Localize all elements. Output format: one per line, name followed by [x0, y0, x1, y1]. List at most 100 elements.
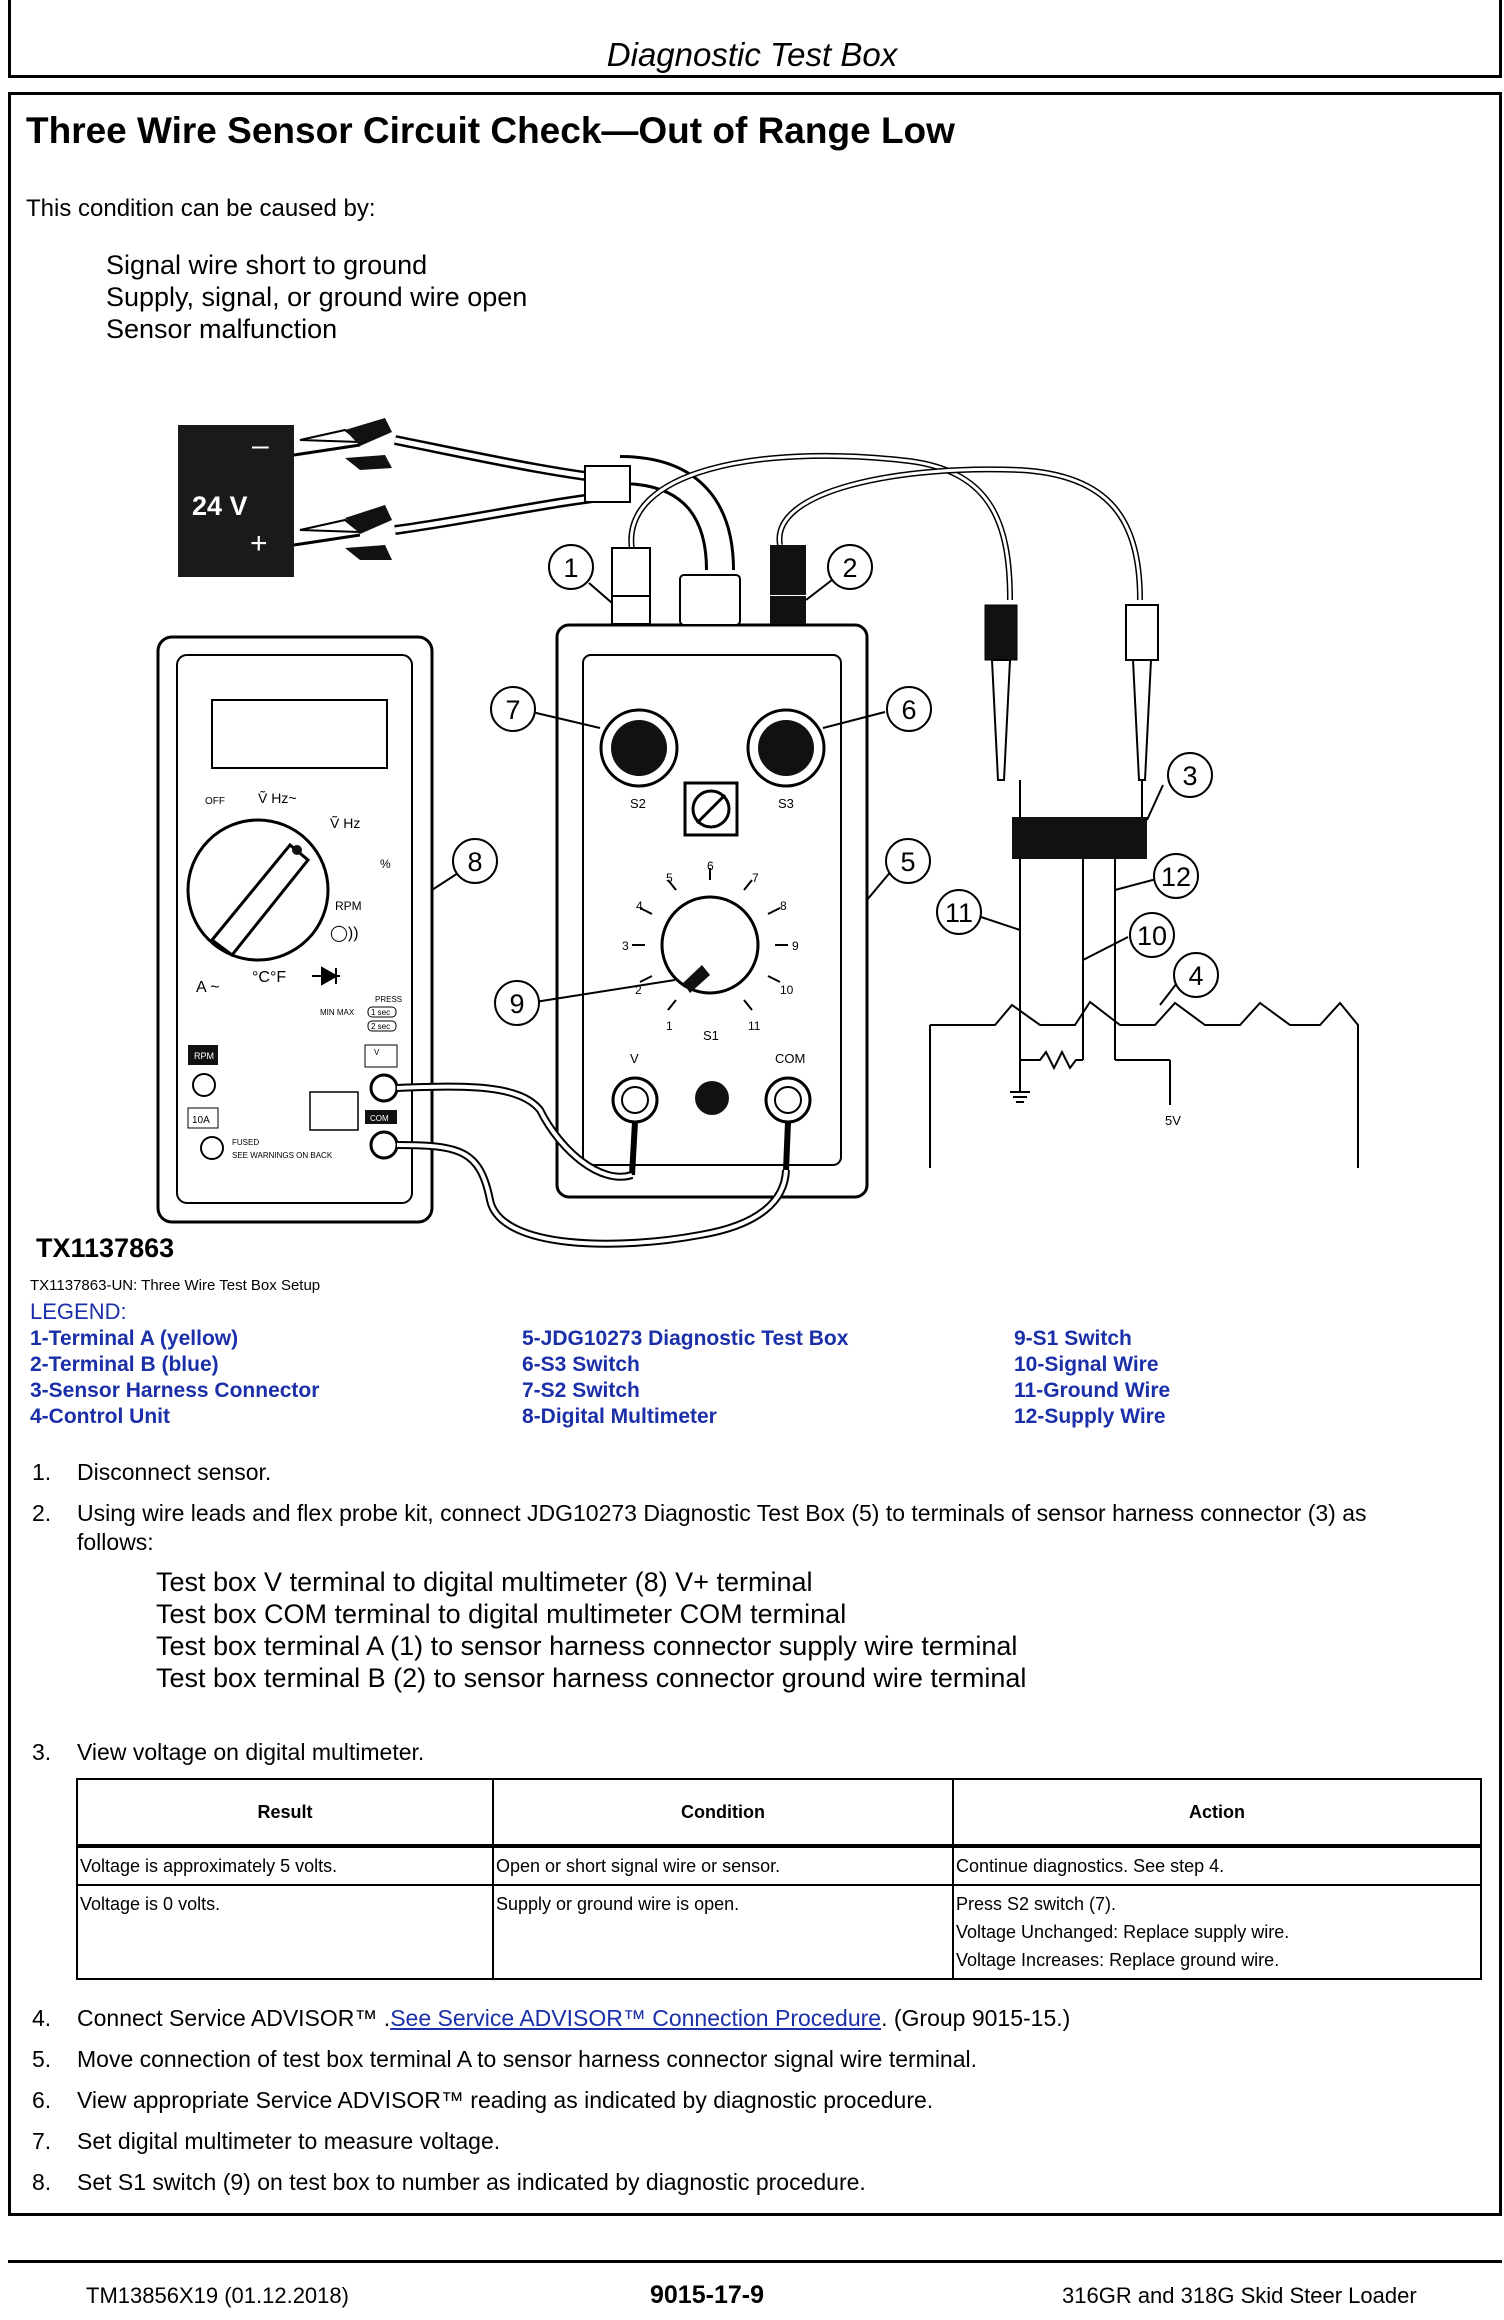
callout-8: 8: [467, 847, 482, 877]
step-number: 7.: [32, 2128, 52, 2154]
step-4: 4.Connect Service ADVISOR™ .See Service …: [32, 2005, 1070, 2032]
harness-connector: [1012, 817, 1147, 859]
meter-vhz2-label: Ṽ Hz: [330, 815, 360, 831]
meter-com-label: COM: [370, 1114, 389, 1123]
sensor-5v-label: 5V: [1165, 1113, 1181, 1128]
sub-item: Test box COM terminal to digital multime…: [156, 1599, 847, 1629]
step-7: 7. Set digital multimeter to measure volt…: [32, 2128, 500, 2155]
footer-divider: [8, 2260, 1502, 2263]
dial-label: 4: [636, 899, 643, 913]
positive-clip-icon: [293, 505, 392, 560]
sub-item: Test box terminal A (1) to sensor harnes…: [156, 1631, 1018, 1661]
battery-minus: –: [252, 429, 269, 462]
step-text: Using wire leads and flex probe kit, con…: [77, 1500, 1367, 1526]
v-jack-label: V: [630, 1051, 639, 1066]
callout-5: 5: [900, 847, 915, 877]
meter-temp-label: °C°F: [252, 969, 286, 986]
legend-item: 4-Control Unit: [30, 1405, 170, 1428]
s2-label: S2: [630, 796, 646, 811]
legend-item: 8-Digital Multimeter: [522, 1405, 717, 1428]
meter-display: [211, 699, 388, 769]
callout-6: 6: [901, 695, 916, 725]
step-text: View appropriate Service ADVISOR™ readin…: [77, 2087, 934, 2113]
legend-item: 7-S2 Switch: [522, 1379, 640, 1402]
callout-4: 4: [1188, 961, 1203, 991]
legend-item: 2-Terminal B (blue): [30, 1353, 219, 1376]
page-header-title: Diagnostic Test Box: [606, 36, 898, 73]
table-cell: Voltage is approximately 5 volts.: [76, 1845, 494, 1886]
figure-id: TX1137863: [36, 1233, 175, 1263]
table-cell: Continue diagnostics. See step 4.: [952, 1845, 1482, 1886]
legend-header: LEGEND:: [30, 1299, 127, 1324]
step-number: 8.: [32, 2169, 52, 2195]
step-text: Disconnect sensor.: [77, 1459, 272, 1485]
legend-item: 12-Supply Wire: [1014, 1405, 1166, 1428]
meter-press-label: PRESS: [375, 995, 402, 1004]
meter-sec2-label: 2 sec: [371, 1022, 390, 1031]
step-number: 1.: [32, 1459, 52, 1485]
meter-minmax-label: MIN MAX: [320, 1008, 355, 1017]
step-2-continued: follows:: [77, 1529, 154, 1555]
dial-label: 5: [666, 871, 673, 885]
callout-10: 10: [1137, 921, 1167, 951]
callout-3: 3: [1182, 761, 1197, 791]
meter-off-label: OFF: [205, 796, 225, 807]
legend-item: 3-Sensor Harness Connector: [30, 1379, 320, 1402]
dial-label: 8: [780, 899, 787, 913]
results-table: Result Condition Action Voltage is appro…: [76, 1778, 1482, 1980]
meter-com-jack-icon: [369, 1130, 399, 1160]
dial-label: 6: [707, 859, 714, 873]
dial-label: 10: [780, 983, 794, 997]
step-number: 3.: [32, 1739, 52, 1765]
meter-rpm-label: RPM: [335, 899, 362, 913]
footer-model: 316GR and 318G Skid Steer Loader: [1062, 2283, 1417, 2308]
callout-11: 11: [945, 898, 973, 928]
meter-amp-label: A ~: [196, 979, 220, 996]
action-line: Voltage Unchanged: Replace supply wire.: [956, 1922, 1290, 1942]
dial-label: 3: [622, 939, 629, 953]
callout-9: 9: [509, 989, 524, 1019]
s1-dial-icon: [660, 895, 760, 995]
legend-column-3: 9-S1 Switch 10-Signal Wire 11-Ground Wir…: [1014, 1326, 1170, 1430]
footer-doc-id: TM13856X19 (01.12.2018): [86, 2283, 349, 2308]
service-advisor-procedure-link[interactable]: See Service ADVISOR™ Connection Procedur…: [390, 2005, 882, 2031]
com-jack-label: COM: [775, 1051, 805, 1066]
table-header-result: Result: [76, 1778, 494, 1848]
causes-list: Signal wire short to ground Supply, sign…: [106, 249, 527, 345]
step-text: View voltage on digital multimeter.: [77, 1739, 425, 1765]
legend-column-2: 5-JDG10273 Diagnostic Test Box 6-S3 Swit…: [522, 1326, 848, 1430]
battery-plus: +: [250, 527, 268, 560]
table-cell: Open or short signal wire or sensor.: [492, 1845, 954, 1886]
dial-label: 11: [748, 1019, 761, 1033]
sound-icon: ◯)): [330, 925, 359, 942]
legend-item: 1-Terminal A (yellow): [30, 1327, 239, 1350]
table-cell: Press S2 switch (7). Voltage Unchanged: …: [952, 1884, 1482, 1980]
step-2-sublist: Test box V terminal to digital multimete…: [156, 1566, 1026, 1694]
legend-item: 5-JDG10273 Diagnostic Test Box: [522, 1327, 849, 1350]
step-1: 1. Disconnect sensor.: [32, 1459, 271, 1486]
callout-12: 12: [1161, 862, 1191, 892]
figure-caption: TX1137863-UN: Three Wire Test Box Setup: [30, 1277, 321, 1294]
legend-item: 9-S1 Switch: [1014, 1327, 1132, 1350]
footer-page-number: 9015-17-9: [650, 2281, 764, 2309]
meter-vhz-label: Ṽ Hz~: [258, 790, 297, 806]
callout-1: 1: [563, 553, 578, 583]
meter-10a-label: 10A: [192, 1115, 210, 1126]
action-line: Voltage Increases: Replace ground wire.: [956, 1950, 1280, 1970]
s3-label: S3: [778, 796, 794, 811]
cause-item: Supply, signal, or ground wire open: [106, 282, 528, 312]
section-title: Three Wire Sensor Circuit Check—Out of R…: [26, 110, 955, 151]
callouts: 1 2 3 4 5 6 7 8 9 10 11 12: [452, 544, 1219, 1026]
callout-2: 2: [842, 553, 857, 583]
step-number: 2.: [32, 1500, 52, 1526]
legend-item: 11-Ground Wire: [1014, 1379, 1171, 1402]
table-header-action: Action: [952, 1778, 1482, 1848]
step-3: 3. View voltage on digital multimeter.: [32, 1739, 424, 1766]
step-number: 4.: [32, 2005, 52, 2031]
dial-label: 2: [635, 983, 642, 997]
battery-icon: [178, 425, 294, 577]
legend-item: 10-Signal Wire: [1014, 1353, 1159, 1376]
step-text: Set digital multimeter to measure voltag…: [77, 2128, 501, 2154]
callout-7: 7: [505, 695, 520, 725]
meter-warning-label: SEE WARNINGS ON BACK: [232, 1151, 333, 1160]
